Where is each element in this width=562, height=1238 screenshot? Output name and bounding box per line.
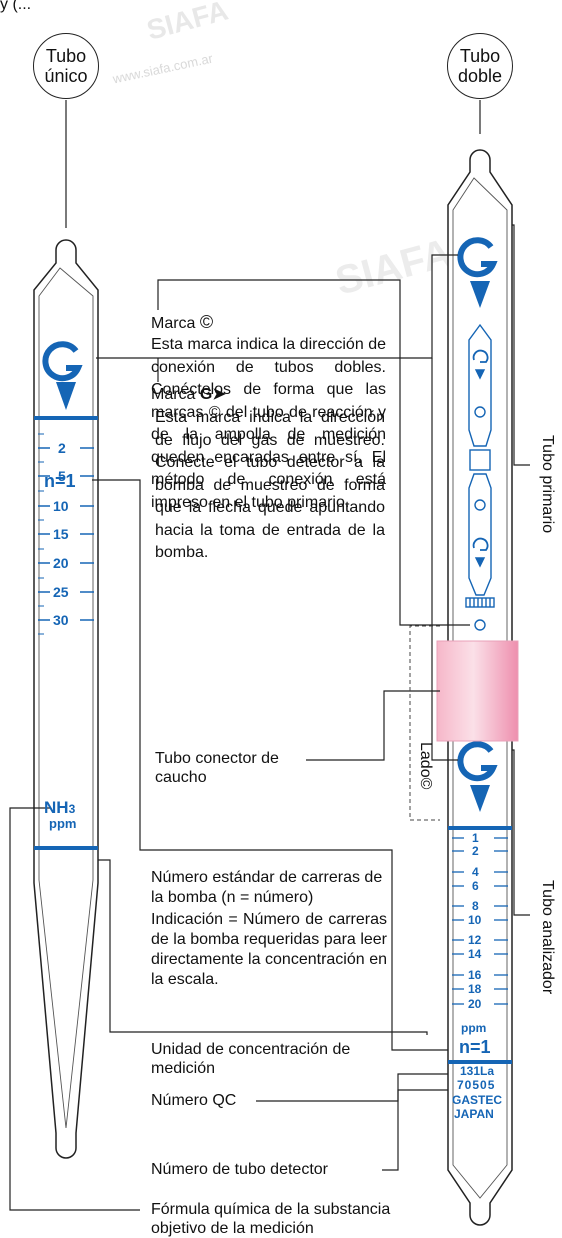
lado-c-bracket [409, 625, 440, 821]
single-scale-bottom-bar [34, 846, 98, 850]
g-mark-leader-top [96, 254, 458, 359]
double-tube-inner [452, 177, 508, 1199]
unit-label: Unidad de concentración de medición [151, 1041, 351, 1077]
marca-c-leader [157, 279, 470, 626]
double-scale-top-bar [448, 826, 512, 830]
marca-c-title: Marca © [151, 311, 213, 336]
single-scale-label: 5 [58, 468, 66, 484]
ppm-leader [98, 859, 428, 1035]
circled-c-icon: © [199, 312, 214, 332]
double-bubble-line1: Tubo [459, 46, 501, 66]
double-scale-label: 14 [468, 947, 482, 961]
double-scale-ticks [452, 837, 508, 1005]
g-arrow-icon: G➤ [199, 386, 226, 403]
double-scale-label: 16 [468, 968, 482, 982]
watermark-logo-2: SIAFA [331, 231, 456, 304]
label-analyzer-tube: Tubo analizador [539, 880, 556, 995]
double-unit: ppm [461, 1021, 487, 1035]
single-scale-ticks [38, 433, 94, 635]
connector-label: Tubo conector de caucho [155, 750, 279, 786]
double-scale-label: 12 [468, 933, 482, 947]
single-scale-label: 20 [53, 555, 69, 571]
marca-g-title-text: Marca [151, 386, 196, 403]
single-unit: ppm [49, 816, 77, 831]
double-code-line2: 70505 [457, 1078, 496, 1092]
reagent-ampoule-icon [465, 323, 495, 631]
analyzer-g-arrow-icon [457, 741, 498, 812]
connector-leader [306, 690, 440, 761]
single-bubble-line2: único [44, 66, 88, 86]
single-scale-label: 10 [53, 498, 69, 514]
label-side-text: Lado [417, 742, 434, 778]
chem-main: NH [44, 798, 69, 817]
brand-name: GASTEC [452, 1093, 503, 1107]
rubber-connector-tube [436, 640, 519, 742]
brand-country: JAPAN [454, 1107, 494, 1121]
tube-number-leader [382, 1089, 448, 1171]
analyzer-bracket [512, 749, 530, 916]
double-bubble-line2: doble [457, 66, 503, 86]
double-scale-label: 4 [472, 865, 479, 879]
tube-number-label: Número de tubo detector [151, 1161, 328, 1178]
chem-sub: 3 [68, 802, 76, 816]
double-tube-bubble: Tubo doble [447, 33, 513, 99]
label-primary-tube: Tubo primario [539, 435, 556, 534]
single-scale-label: 25 [53, 584, 69, 600]
double-scale-label: 6 [472, 879, 479, 893]
double-scale-label: 20 [468, 997, 482, 1011]
double-n1-mark: n=1 [459, 1037, 491, 1057]
single-scale-label: 15 [53, 526, 69, 542]
qc-label: Número QC [151, 1092, 237, 1109]
primary-bracket [512, 224, 530, 466]
double-code-line1: 131La [460, 1064, 495, 1078]
double-scale-label: 18 [468, 982, 482, 996]
marca-c-title-text: Marca [151, 315, 196, 332]
single-n1-mark: n=1 [44, 471, 76, 491]
n-title: Número estándar de carreras de la bomba … [151, 869, 383, 906]
single-scale-top-bar [34, 416, 98, 420]
formula-label: Fórmula química de la substancia objetiv… [151, 1201, 391, 1237]
double-scale-label: 8 [472, 899, 479, 913]
single-chem-formula: NH3 [44, 797, 75, 821]
single-g-arrow-icon [42, 341, 83, 410]
single-scale-label: 30 [53, 612, 69, 628]
single-tube-outline [33, 239, 99, 1159]
watermark-logo: SIAFA [144, 0, 232, 46]
g-mark-leader-bottom [431, 358, 458, 761]
qc-leader [256, 1073, 448, 1102]
header-fragment: y (... [0, 0, 32, 13]
formula-leader [9, 807, 140, 1211]
n-leader [92, 479, 448, 1051]
marca-c-body: Esta marca indica la dirección de conexi… [151, 336, 386, 511]
label-side-c: Lado© [416, 742, 434, 789]
marca-g-title: Marca G➤ [151, 384, 226, 407]
single-bubble-line1: Tubo [45, 46, 87, 66]
marca-g-body: Esta marca indica la dirección de flujo … [155, 409, 385, 561]
primary-g-arrow-icon [457, 237, 498, 308]
double-scale-label: 1 [472, 831, 479, 845]
n-body: Indicación = Número de carreras de la bo… [151, 911, 387, 988]
single-tube-bubble: Tubo único [33, 33, 99, 99]
double-scale-bottom-bar [448, 1060, 512, 1064]
double-scale-label: 10 [468, 913, 482, 927]
circled-c-icon: © [417, 777, 434, 790]
single-scale-label: 2 [58, 440, 66, 456]
single-tube-inner [38, 267, 94, 1129]
double-scale-label: 2 [472, 844, 479, 858]
